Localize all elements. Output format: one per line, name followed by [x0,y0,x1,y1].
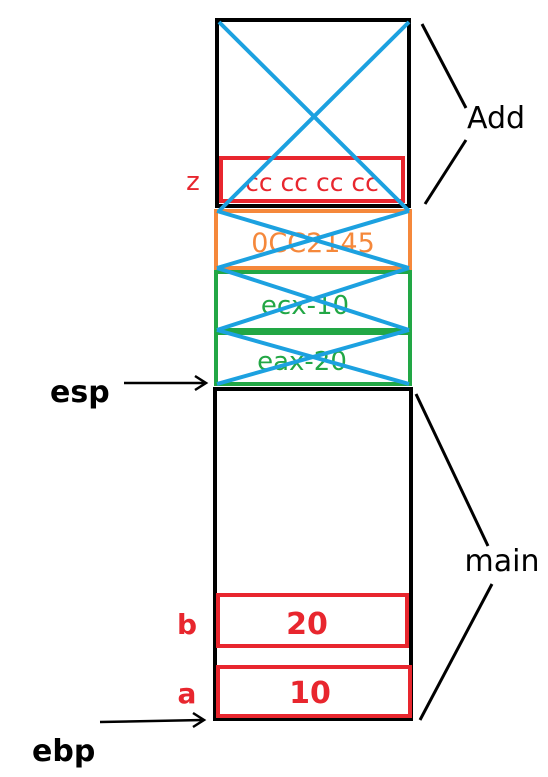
ebp-label: ebp [32,734,95,769]
a-label: a [178,677,197,710]
main-frame-box [213,387,413,721]
z-value: cc cc cc cc [245,168,379,197]
cross-marks [216,20,411,386]
esp-arrow [124,374,209,392]
z-slot-box [219,156,405,203]
esp-label: esp [50,375,110,410]
add-frame-label: Add [467,101,525,136]
ecx-slot-box [214,270,412,332]
main-brace [414,393,494,721]
b-value: 20 [286,607,328,642]
z-label: z [186,167,200,197]
a-value: 10 [289,676,331,711]
a-slot-box [216,665,412,718]
return-address-value: 0CC2145 [251,228,375,259]
return-address-box [214,209,412,270]
eax-slot-box [214,331,412,386]
ebp-arrow [99,711,207,729]
b-label: b [177,608,197,641]
add-frame-box [215,18,411,208]
b-slot-box [216,593,409,648]
add-brace [420,23,468,205]
main-frame-label: main [465,544,540,579]
